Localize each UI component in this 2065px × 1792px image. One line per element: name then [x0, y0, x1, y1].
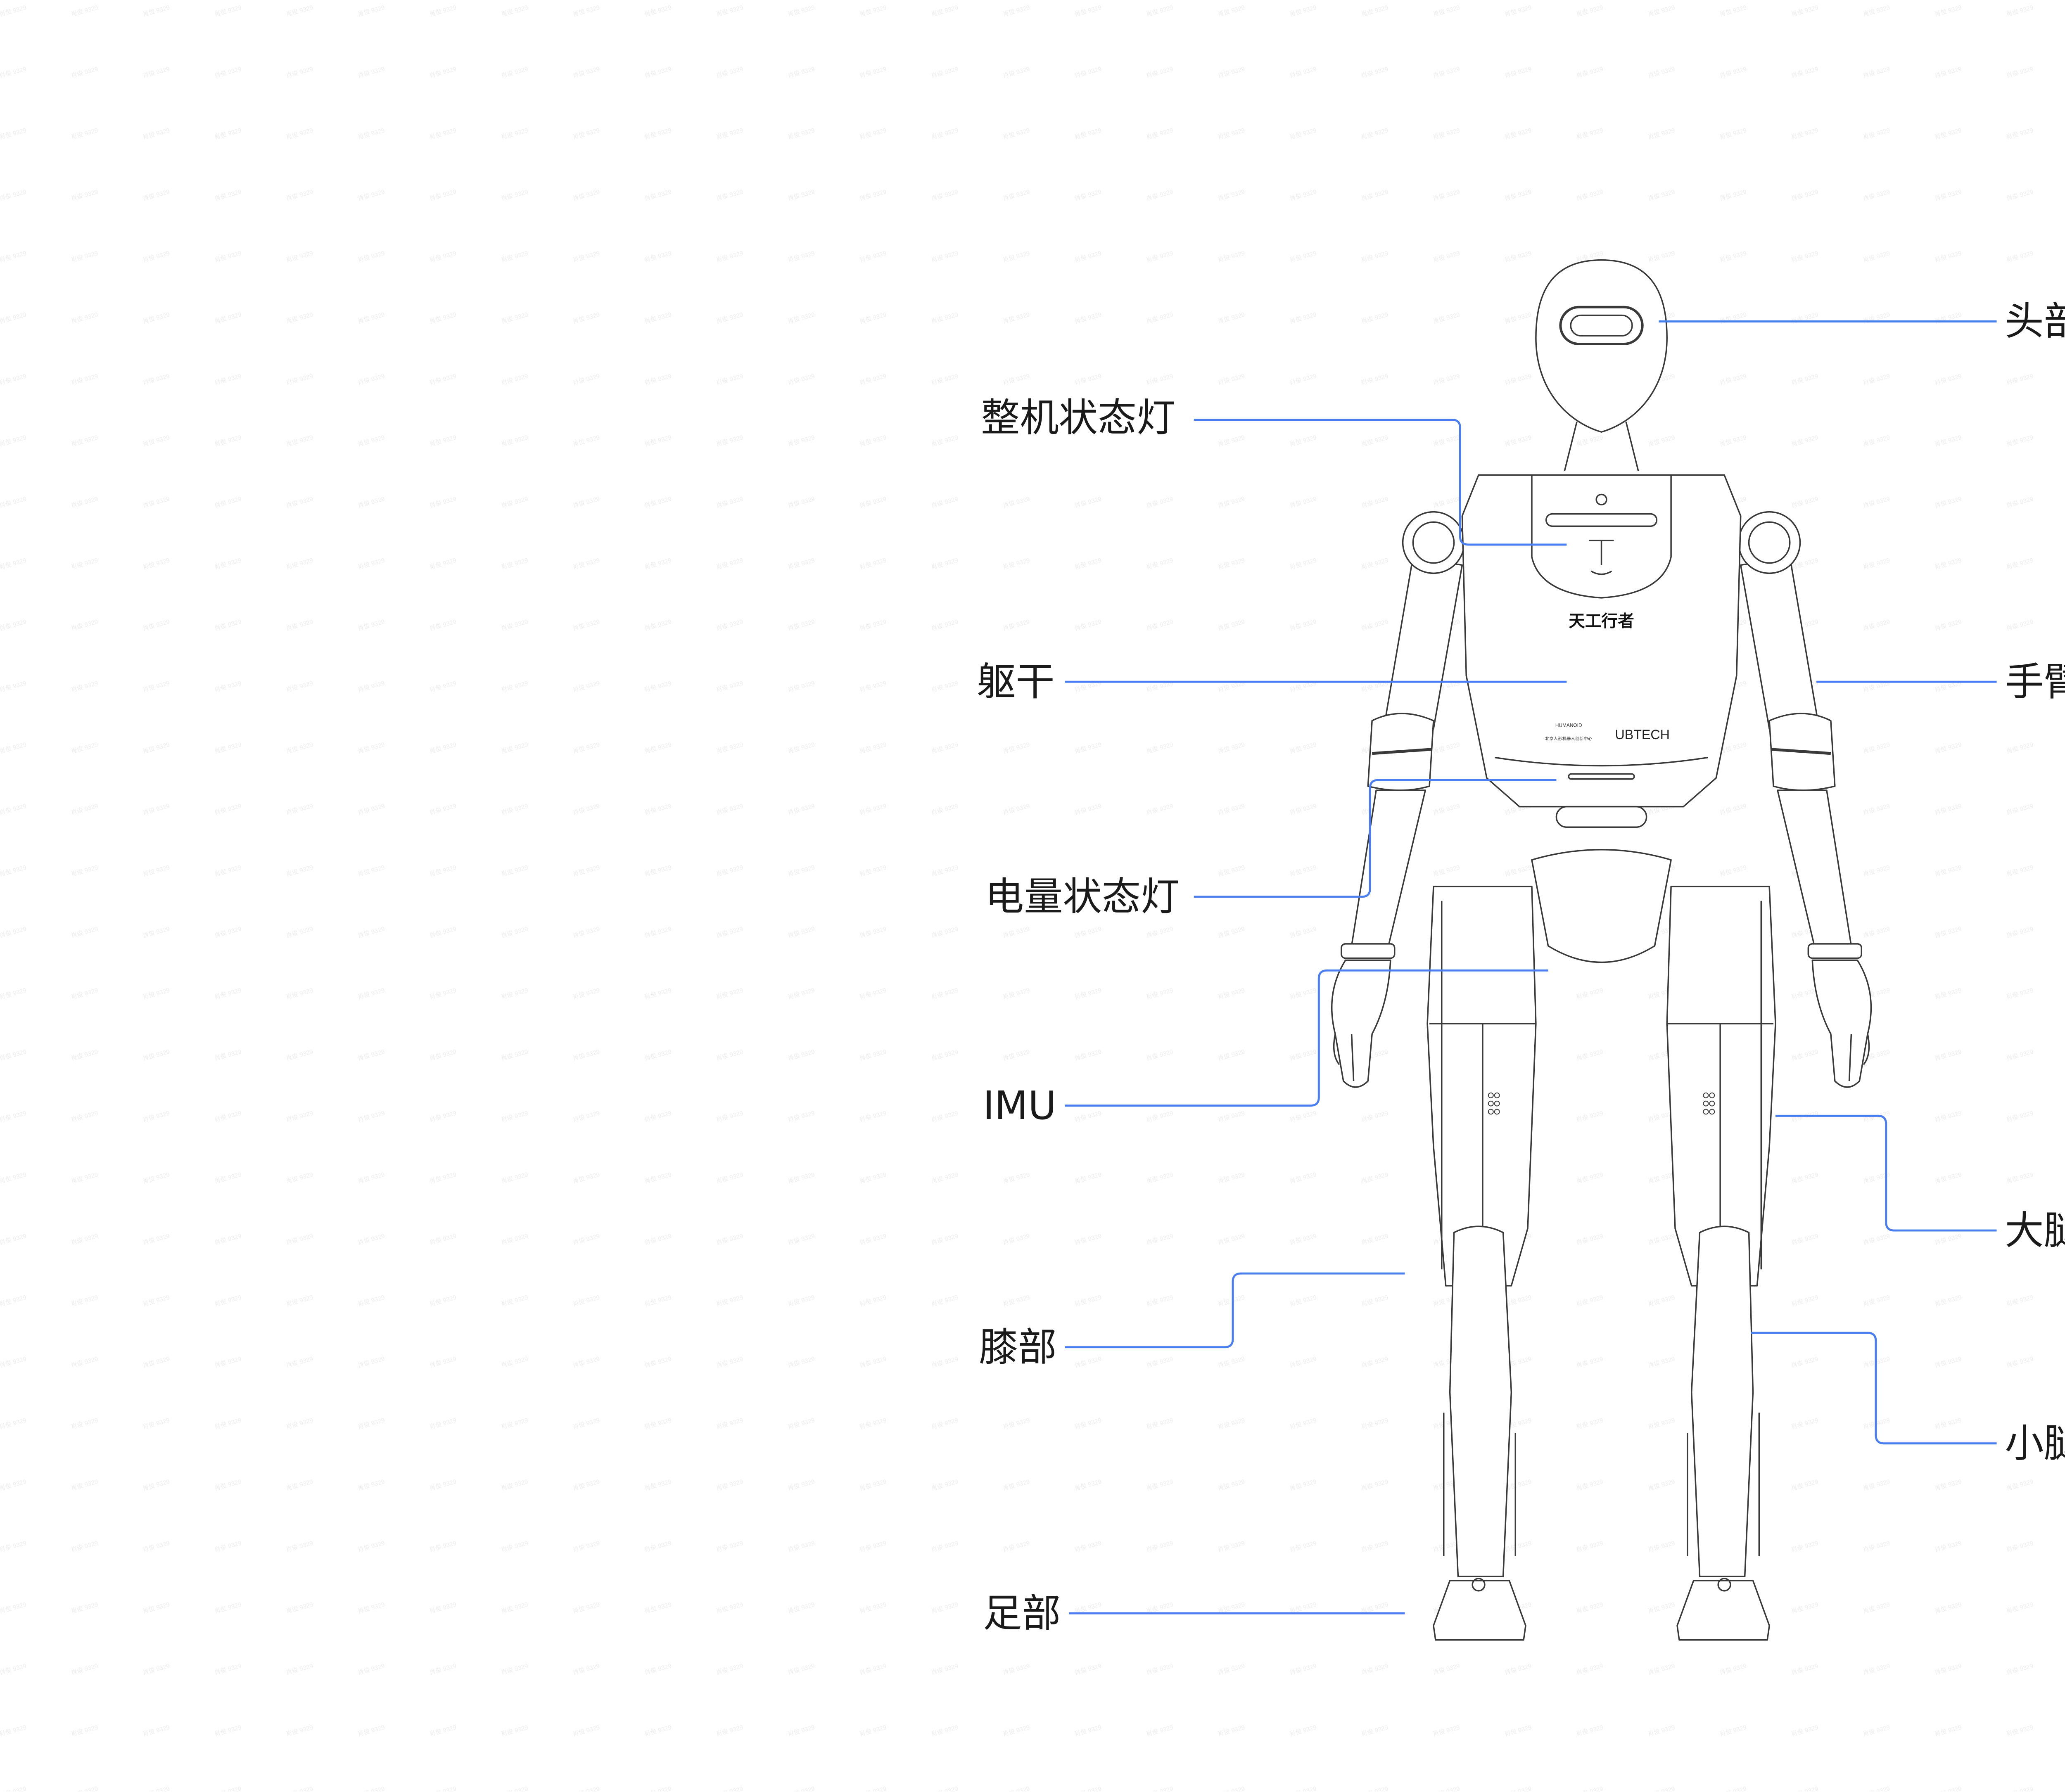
waist-belt: [1555, 806, 1647, 828]
left-leg: [1427, 886, 1537, 1641]
head-shape: [1535, 259, 1668, 433]
label-thigh: 大腿: [2005, 1209, 2065, 1254]
label-knee: 膝部: [979, 1325, 1057, 1371]
sub-brand-cn-text: 北京人形机器人创新中心: [1545, 736, 1593, 741]
chest-name-text: 天工行者: [1569, 612, 1634, 631]
chest-camera: [1595, 493, 1607, 506]
leader-knee: [1065, 1272, 1405, 1349]
label-status-light: 整机状态灯: [981, 396, 1176, 441]
label-battery-light: 电量状态灯: [985, 875, 1180, 920]
label-arm: 手臂: [2005, 660, 2065, 706]
label-imu: IMU: [983, 1084, 1057, 1129]
leader-thigh: [1775, 1114, 1997, 1232]
head-visor: [1559, 306, 1644, 346]
label-shank: 小腿: [2005, 1422, 2065, 1467]
label-foot: 足部: [983, 1592, 1061, 1637]
sub-brand-text: HUMANOID: [1555, 722, 1582, 728]
label-torso: 躯干: [977, 660, 1055, 706]
brand-text: UBTECH: [1615, 727, 1669, 742]
status-light-bar: [1545, 513, 1658, 527]
pelvis: [1531, 849, 1672, 963]
label-head: 头部: [2005, 300, 2065, 345]
battery-light-bar: [1568, 773, 1635, 780]
leader-shank: [1751, 1332, 1997, 1445]
